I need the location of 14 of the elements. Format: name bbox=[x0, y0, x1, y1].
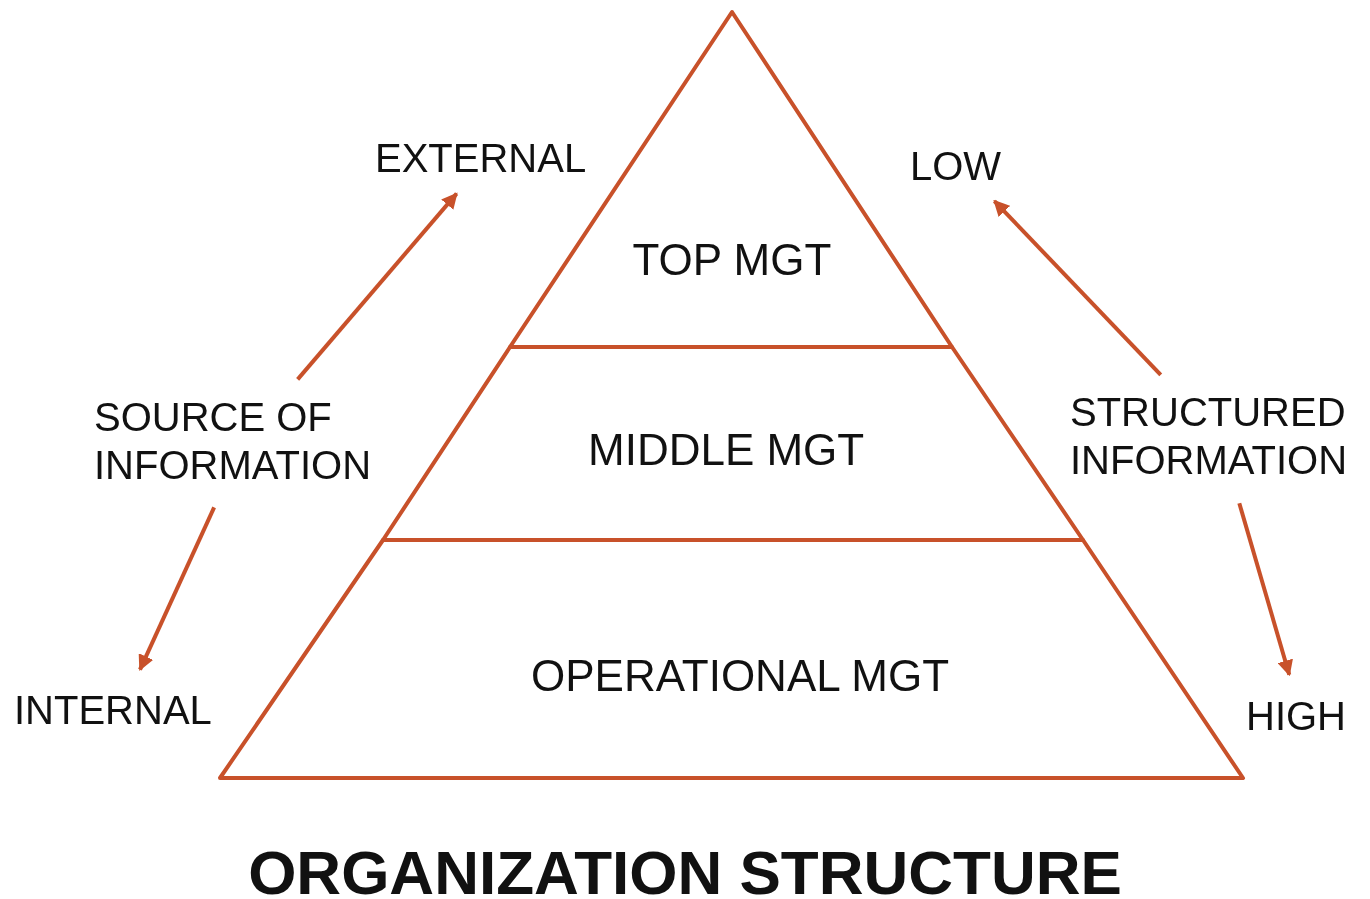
tier-label: TOP MGT bbox=[632, 233, 832, 286]
end-label: EXTERNAL bbox=[375, 134, 601, 180]
arrow bbox=[992, 199, 1163, 377]
tier-label: OPERATIONAL MGT bbox=[531, 649, 950, 702]
end-label: LOW bbox=[910, 142, 1010, 188]
axis-title: SOURCE OF INFORMATION bbox=[94, 393, 394, 491]
axis-title: STRUCTURED INFORMATION bbox=[1070, 388, 1370, 486]
tier-label: MIDDLE MGT bbox=[588, 423, 865, 476]
arrow bbox=[138, 506, 216, 672]
end-label: HIGH bbox=[1246, 692, 1356, 738]
end-label: INTERNAL bbox=[14, 686, 230, 732]
arrow bbox=[1237, 502, 1293, 677]
diagram-caption: ORGANIZATION STRUCTURE bbox=[248, 838, 1122, 899]
arrow bbox=[296, 192, 459, 381]
